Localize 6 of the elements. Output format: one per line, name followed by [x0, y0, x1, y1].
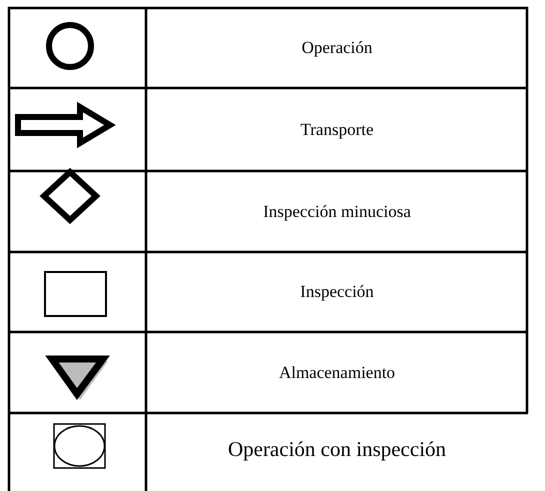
legend-text: Almacenamiento — [278, 362, 396, 382]
legend-text: Inspección — [299, 282, 375, 302]
legend-text: Transporte — [299, 120, 375, 140]
legend-text: Inspección minuciosa — [262, 202, 412, 222]
legend-text: Operación — [300, 38, 374, 58]
legend-text: Operación con inspección — [226, 437, 448, 462]
